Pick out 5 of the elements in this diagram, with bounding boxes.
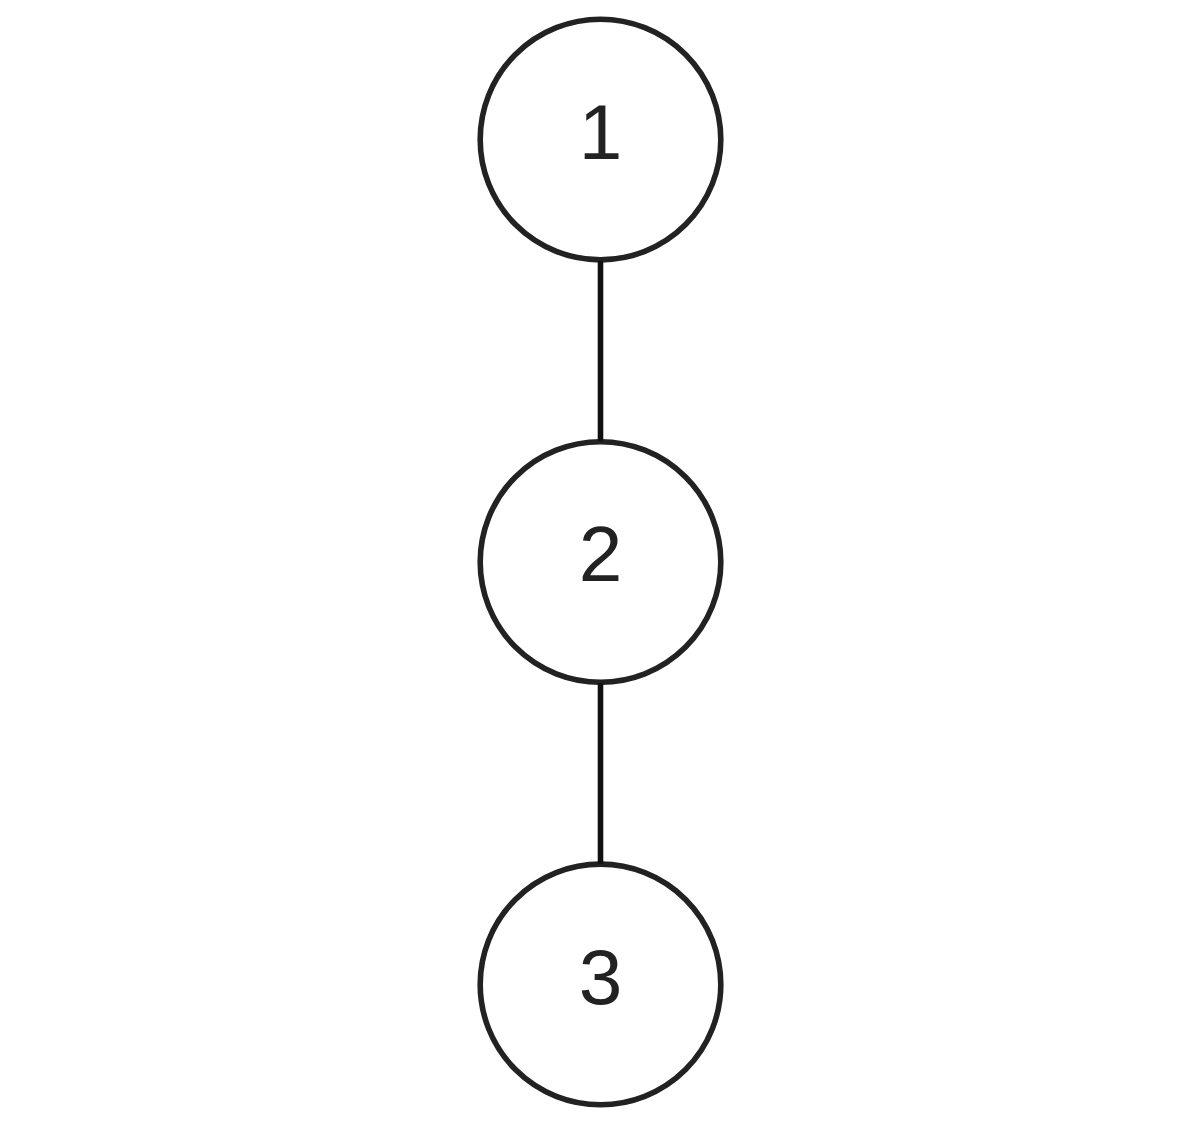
connector xyxy=(597,260,603,442)
connector xyxy=(597,683,603,864)
node-circle: 2 xyxy=(476,438,724,686)
node-circle: 3 xyxy=(476,861,724,1108)
node-circle: 1 xyxy=(476,16,724,263)
